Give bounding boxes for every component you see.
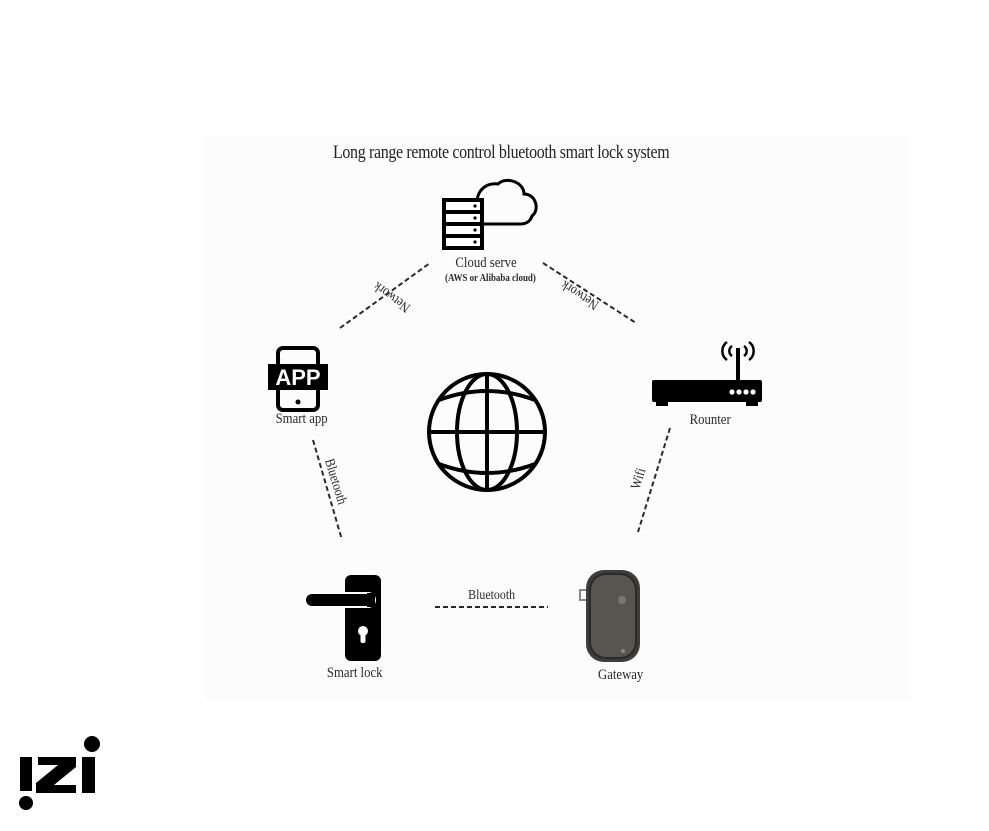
router-icon: [652, 340, 762, 406]
edge-app-lock: [312, 439, 343, 541]
node-router-label: Rounter: [689, 412, 731, 428]
node-app-label: Smart app: [275, 411, 328, 427]
globe-icon: [427, 372, 547, 492]
diagram-title: Long range remote control bluetooth smar…: [333, 142, 670, 163]
app-icon-text: APP: [275, 365, 320, 390]
node-smart-app: APP: [268, 346, 330, 412]
node-cloud-label: Cloud serve: [455, 255, 517, 271]
door-lock-icon: [304, 575, 381, 661]
node-smart-lock: [304, 573, 383, 663]
edge-cloud-router: [542, 262, 637, 324]
edge-app-cloud: [339, 262, 431, 329]
gateway-device-icon: [579, 570, 640, 662]
cloud-server-icon: [442, 178, 538, 250]
node-cloud-sublabel: (AWS or Alibaba cloud): [445, 273, 536, 284]
izi-logo: [18, 735, 103, 815]
node-router: [650, 336, 765, 408]
edge-router-gateway: [637, 427, 671, 533]
edge-label-lock-gateway: Bluetooth: [468, 588, 516, 603]
node-gateway-label: Gateway: [597, 667, 644, 683]
node-cloud-server: [440, 178, 540, 253]
app-phone-icon: APP: [268, 346, 328, 412]
izi-logo-icon: [19, 736, 100, 810]
node-lock-label: Smart lock: [326, 665, 383, 681]
node-internet: [425, 370, 549, 494]
node-gateway: [578, 566, 644, 666]
